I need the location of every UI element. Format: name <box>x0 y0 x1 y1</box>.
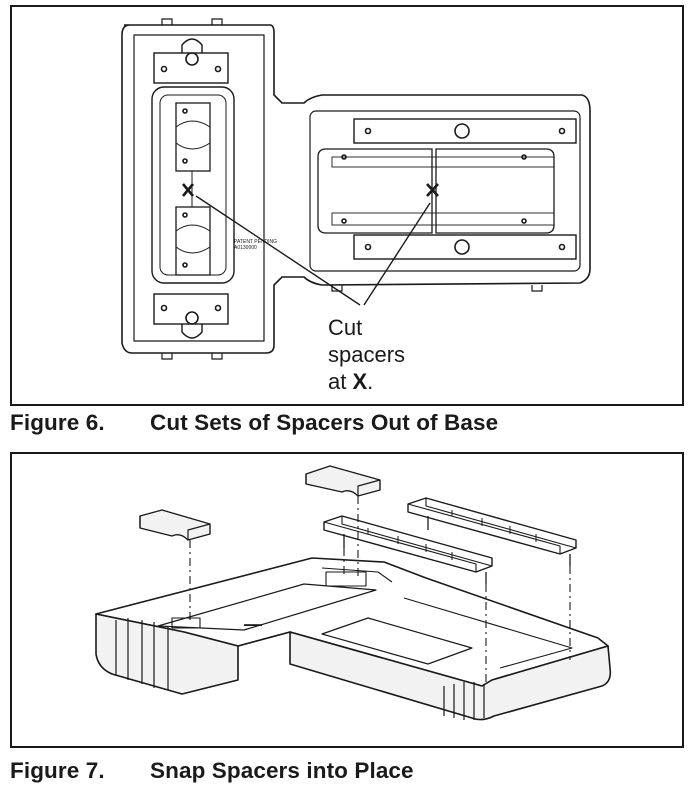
center-spacer-seat <box>325 571 367 587</box>
callout-line-1: Cut <box>328 315 363 340</box>
right-cut-mark <box>426 183 439 197</box>
right-spacer-right <box>435 148 555 234</box>
right-cavity <box>321 617 473 665</box>
base-front-left <box>95 613 239 695</box>
callout-x-mark: X <box>352 369 368 394</box>
figure-6-number: Figure 6. <box>10 410 105 435</box>
top-spacer-rail <box>353 118 577 144</box>
bottom-mount-hole <box>185 311 199 325</box>
patent-stamp: PATENT PENDING A0130000 <box>234 239 277 251</box>
figure-6-caption: Figure 6. Cut Sets of Spacers Out of Base <box>10 410 498 436</box>
placement-guide-lines <box>189 496 571 684</box>
leader-line-right <box>363 202 431 306</box>
top-mount-hole <box>185 52 199 66</box>
base-top-view-drawing <box>121 18 591 360</box>
left-spacer-seat <box>171 617 201 629</box>
figure-6-title: Cut Sets of Spacers Out of Base <box>150 410 499 435</box>
callout-line-3-prefix: at <box>328 369 353 394</box>
bottom-spacer-rail <box>353 234 577 260</box>
patent-stamp-line2: A0130000 <box>234 245 257 251</box>
left-cavity <box>157 583 377 631</box>
base-left-inner-outline <box>133 34 265 342</box>
right-ribs <box>443 682 485 720</box>
small-spacer-left <box>139 509 211 541</box>
left-spacer-top <box>175 102 211 172</box>
left-cut-mark <box>182 183 194 197</box>
leader-line-left <box>195 195 361 306</box>
figure-7-caption: Figure 7. Snap Spacers into Place <box>10 758 414 784</box>
callout-line-2: spacers <box>328 342 406 367</box>
bottom-mount-tab <box>153 293 229 325</box>
figure-7-number: Figure 7. <box>10 758 105 783</box>
left-spacer-bottom <box>175 206 211 276</box>
left-ribs <box>115 618 169 690</box>
left-channel <box>151 86 235 284</box>
callout-line-3-suffix: . <box>367 369 374 394</box>
base-front-right <box>289 631 612 721</box>
base-isometric-drawing: ▬▬▬ <box>95 465 612 721</box>
long-spacer-front <box>323 515 493 584</box>
small-spacer-top <box>305 465 381 497</box>
right-spacer-left <box>317 148 433 234</box>
figure-7-title: Snap Spacers into Place <box>150 758 414 783</box>
figure-7-panel: ▬▬▬ <box>10 452 684 748</box>
figure-6-panel: PATENT PENDING A0130000 Cut spacers at X… <box>10 5 684 406</box>
patent-stamp-line1: PATENT PENDING <box>234 239 278 245</box>
callout-line-3: at X. <box>328 368 405 395</box>
right-box-inner <box>309 110 581 272</box>
cut-spacers-callout: Cut spacers at X. <box>328 314 405 395</box>
base-left-outline <box>121 24 591 354</box>
top-mount-tab <box>153 52 229 84</box>
long-spacer-back <box>407 497 577 566</box>
svg-text:▬▬▬: ▬▬▬ <box>244 622 262 628</box>
